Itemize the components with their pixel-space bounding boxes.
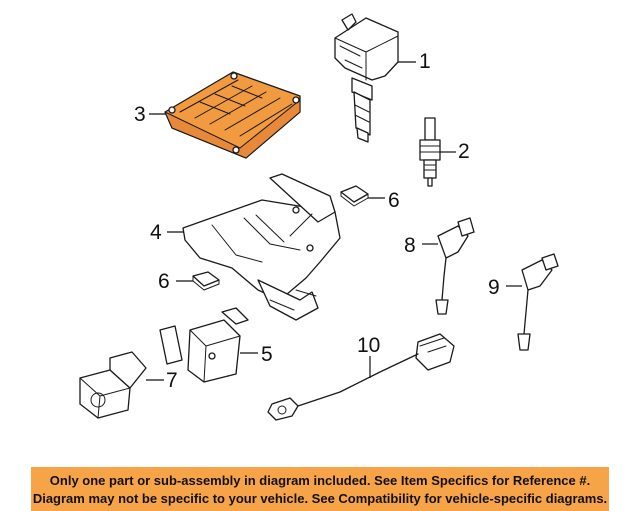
callout-8: 8: [404, 234, 416, 257]
callout-2: 2: [458, 140, 470, 163]
callout-6-lower: 6: [158, 270, 170, 293]
disclaimer-line-2: Diagram may not be specific to your vehi…: [32, 491, 608, 506]
speed-sensor-part-8[interactable]: [435, 217, 475, 315]
parts-diagram: 1 2 3 4 6 6: [79, 13, 559, 421]
callout-5: 5: [261, 343, 273, 366]
callout-10: 10: [357, 334, 380, 357]
callout-4: 4: [150, 221, 162, 244]
mounting-bracket-part-4[interactable]: [182, 173, 341, 321]
callout-6-upper: 6: [388, 189, 400, 212]
callout-7: 7: [166, 369, 178, 392]
clip-part-6-lower[interactable]: [192, 271, 220, 291]
ignition-coil-part-1[interactable]: [334, 13, 399, 143]
spark-plug-part-2[interactable]: [419, 117, 441, 187]
relay-bracket-part-5[interactable]: [159, 307, 249, 383]
callout-1: 1: [419, 50, 431, 73]
knock-sensor-part-10[interactable]: [267, 333, 455, 421]
callout-3: 3: [134, 103, 146, 126]
sensor-part-7[interactable]: [79, 351, 147, 419]
disclaimer-banner: Only one part or sub-assembly in diagram…: [31, 467, 609, 511]
ecu-module-part-3[interactable]: [164, 71, 301, 159]
speed-sensor-part-9[interactable]: [517, 253, 559, 351]
callout-9: 9: [488, 276, 500, 299]
clip-part-6-upper[interactable]: [340, 185, 369, 207]
disclaimer-line-1: Only one part or sub-assembly in diagram…: [49, 473, 591, 488]
